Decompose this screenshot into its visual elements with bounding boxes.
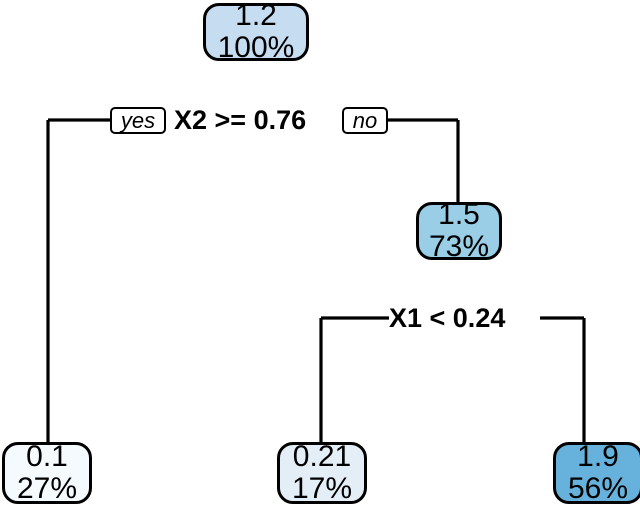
tree-leaf-1-9[interactable]: 1.9 56% — [553, 439, 640, 505]
node-value: 1.5 — [438, 197, 480, 231]
split-condition-x2: X2 >= 0.76 — [174, 105, 307, 135]
tree-node-root[interactable]: 1.2 100% — [203, 0, 309, 64]
tree-leaf-0-1[interactable]: 0.1 27% — [2, 439, 92, 505]
node-percent: 73% — [428, 230, 490, 263]
split-condition-x1: X1 < 0.24 — [389, 303, 506, 333]
node-value: 1.2 — [235, 0, 277, 32]
tree-node-1-5[interactable]: 1.5 73% — [416, 197, 502, 263]
tree-leaf-0-21[interactable]: 0.21 17% — [277, 439, 367, 505]
node-percent: 100% — [217, 31, 295, 64]
branch-label-yes: yes — [110, 107, 166, 134]
node-value: 0.1 — [26, 439, 68, 473]
node-percent: 27% — [16, 472, 78, 505]
node-percent: 17% — [291, 472, 353, 505]
node-value: 1.9 — [577, 439, 619, 473]
node-value: 0.21 — [292, 439, 352, 473]
node-percent: 56% — [567, 472, 629, 505]
branch-label-no: no — [342, 107, 388, 134]
